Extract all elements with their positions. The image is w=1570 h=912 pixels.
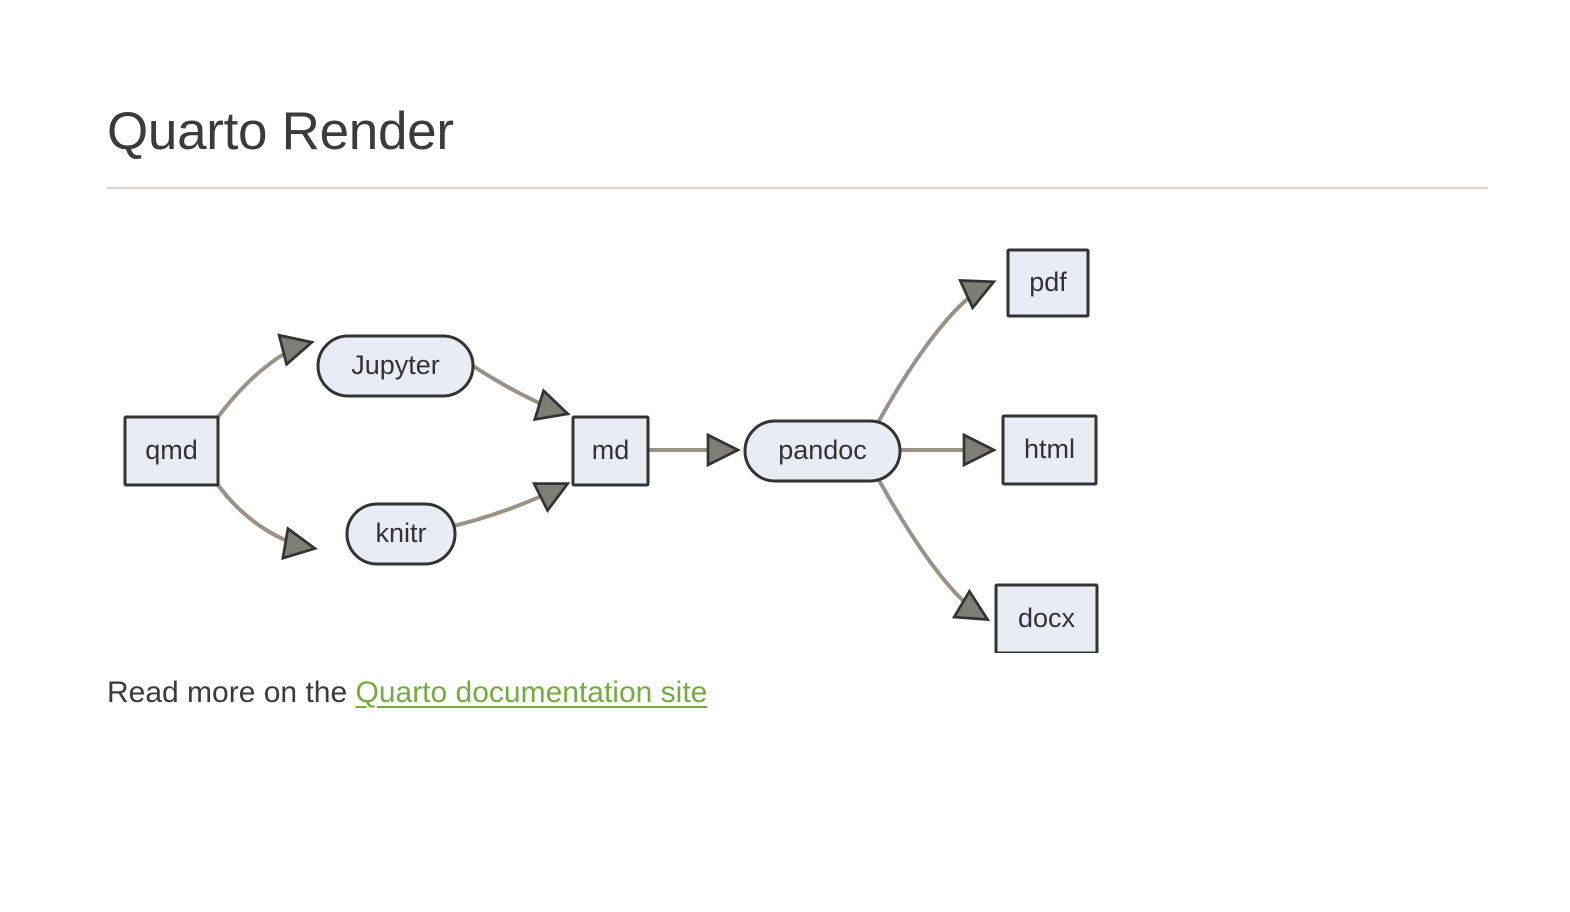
node-md-shape <box>571 415 650 487</box>
edge-jupyter-to-md <box>471 364 571 422</box>
node-knitr-shape <box>345 502 457 566</box>
node-knitr-label: knitr <box>375 518 426 548</box>
node-html-shape <box>1001 414 1098 486</box>
node-qmd[interactable]: qmd <box>123 415 220 487</box>
node-docx-label: docx <box>1018 603 1076 633</box>
edge-qmd-to-jupyter <box>216 333 315 419</box>
edge-qmd-to-knitr <box>216 483 318 561</box>
node-pandoc[interactable]: pandoc <box>743 419 902 483</box>
node-docx-shape <box>994 583 1099 653</box>
node-jupyter-shape <box>316 334 475 398</box>
quarto-documentation-link[interactable]: Quarto documentation site <box>355 676 708 709</box>
read-more-paragraph: Read more on the Quarto documentation si… <box>107 672 707 714</box>
node-docx[interactable]: docx <box>994 583 1099 653</box>
node-pdf-shape <box>1006 248 1090 318</box>
flowchart-edges <box>216 279 998 622</box>
read-more-prefix: Read more on the <box>107 676 356 709</box>
node-pdf-label: pdf <box>1029 267 1067 297</box>
quarto-render-flowchart: qmd Jupyter knitr md pandoc <box>107 228 1147 653</box>
edge-pandoc-to-pdf <box>873 279 997 430</box>
node-qmd-label: qmd <box>145 435 198 465</box>
node-html-label: html <box>1024 434 1075 464</box>
node-md[interactable]: md <box>571 415 650 487</box>
edge-pandoc-to-docx <box>873 471 991 622</box>
node-md-label: md <box>592 435 630 465</box>
title-divider <box>107 187 1488 189</box>
node-pandoc-label: pandoc <box>778 435 867 465</box>
node-html[interactable]: html <box>1001 414 1098 486</box>
node-qmd-shape <box>123 415 220 487</box>
flowchart-nodes: qmd Jupyter knitr md pandoc <box>123 248 1099 653</box>
node-jupyter-label: Jupyter <box>351 350 440 380</box>
page-title: Quarto Render <box>107 102 454 161</box>
node-knitr[interactable]: knitr <box>345 502 457 566</box>
node-pdf[interactable]: pdf <box>1006 248 1090 318</box>
edge-knitr-to-md <box>443 482 571 530</box>
node-jupyter[interactable]: Jupyter <box>316 334 475 398</box>
node-pandoc-shape <box>743 419 902 483</box>
